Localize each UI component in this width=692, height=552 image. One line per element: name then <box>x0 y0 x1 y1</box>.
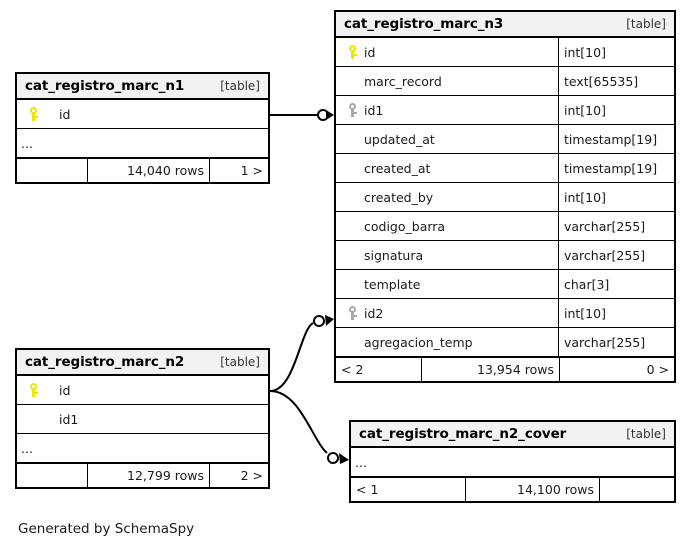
footer-row-count: 14,100 rows <box>465 478 600 501</box>
column-type: varchar[255] <box>558 241 674 269</box>
column-type: char[3] <box>558 270 674 298</box>
column-name: ... <box>21 440 33 456</box>
column-type: varchar[255] <box>558 212 674 240</box>
table-row[interactable]: template char[3] <box>336 270 674 299</box>
table-cat_registro_marc_n2_cover[interactable]: cat_registro_marc_n2_cover [table] ... <… <box>349 420 676 503</box>
table-header: cat_registro_marc_n2_cover [table] <box>351 422 674 448</box>
column-name: ... <box>21 135 33 151</box>
table-footer: < 1 14,100 rows <box>351 477 674 501</box>
table-footer: < 2 13,954 rows 0 > <box>336 357 674 381</box>
table-row-ellipsis[interactable]: ... <box>17 434 268 463</box>
column-name: id <box>364 44 376 60</box>
column-name: id <box>59 382 71 398</box>
footer-parent-count[interactable]: < 1 <box>356 482 379 497</box>
table-row[interactable]: id <box>17 376 268 405</box>
footer-parent-count[interactable] <box>17 159 87 182</box>
table-type-tag: [table] <box>220 355 260 369</box>
column-name: template <box>364 276 421 292</box>
table-title: cat_registro_marc_n1 <box>25 78 185 94</box>
table-title: cat_registro_marc_n3 <box>344 16 504 32</box>
footer-row-count: 14,040 rows <box>87 159 210 182</box>
footer-child-count[interactable]: 0 > <box>646 362 669 377</box>
table-header: cat_registro_marc_n1 [table] <box>17 74 268 100</box>
footer-child-count[interactable]: 2 > <box>240 468 263 483</box>
primary-key-icon <box>342 45 364 59</box>
column-name: updated_at <box>364 131 435 147</box>
column-name: codigo_barra <box>364 218 446 234</box>
table-cat_registro_marc_n1[interactable]: cat_registro_marc_n1 [table] id ... 14,0… <box>15 72 270 184</box>
table-cat_registro_marc_n2[interactable]: cat_registro_marc_n2 [table] id id1 ... <box>15 348 270 489</box>
column-name: id1 <box>364 102 384 118</box>
table-footer: 12,799 rows 2 > <box>17 463 268 487</box>
table-row[interactable]: id1 <box>17 405 268 434</box>
table-header: cat_registro_marc_n2 [table] <box>17 350 268 376</box>
table-row[interactable]: id int[10] <box>336 38 674 67</box>
table-type-tag: [table] <box>220 79 260 93</box>
table-title: cat_registro_marc_n2 <box>25 354 185 370</box>
footer-child-count[interactable]: 1 > <box>240 163 263 178</box>
column-type: int[10] <box>558 299 674 327</box>
column-type: timestamp[19] <box>558 154 674 182</box>
primary-key-icon <box>23 383 45 397</box>
table-header: cat_registro_marc_n3 [table] <box>336 12 674 38</box>
foreign-key-icon <box>342 306 364 320</box>
table-row-ellipsis[interactable]: ... <box>351 448 674 477</box>
table-title: cat_registro_marc_n2_cover <box>359 426 567 442</box>
table-row[interactable]: id1 int[10] <box>336 96 674 125</box>
table-footer: 14,040 rows 1 > <box>17 158 268 182</box>
footer-row-count: 12,799 rows <box>87 464 210 487</box>
table-type-tag: [table] <box>626 17 666 31</box>
table-row[interactable]: created_at timestamp[19] <box>336 154 674 183</box>
table-row[interactable]: agregacion_temp varchar[255] <box>336 328 674 357</box>
table-row[interactable]: created_by int[10] <box>336 183 674 212</box>
table-row-ellipsis[interactable]: ... <box>17 129 268 158</box>
column-name: marc_record <box>364 73 442 89</box>
relationship-n2-to-n2cover <box>269 390 349 464</box>
column-name: ... <box>355 454 367 470</box>
column-name: agregacion_temp <box>364 334 473 350</box>
foreign-key-icon <box>342 103 364 117</box>
column-name: id <box>59 106 71 122</box>
generated-by-caption: Generated by SchemaSpy <box>18 521 195 537</box>
footer-child-count[interactable] <box>600 478 674 501</box>
column-type: int[10] <box>558 183 674 211</box>
footer-parent-count[interactable]: < 2 <box>341 362 364 377</box>
column-name: signatura <box>364 247 424 263</box>
table-row[interactable]: id2 int[10] <box>336 299 674 328</box>
table-row[interactable]: signatura varchar[255] <box>336 241 674 270</box>
column-type: text[65535] <box>558 67 674 95</box>
footer-row-count: 13,954 rows <box>421 358 560 381</box>
table-type-tag: [table] <box>626 427 666 441</box>
relationship-n2-to-n3 <box>269 315 334 392</box>
column-name: id2 <box>364 305 384 321</box>
column-type: int[10] <box>558 96 674 124</box>
footer-parent-count[interactable] <box>17 464 87 487</box>
column-name: created_at <box>364 160 431 176</box>
column-name: id1 <box>59 411 79 427</box>
table-cat_registro_marc_n3[interactable]: cat_registro_marc_n3 [table] id int[10] … <box>334 10 676 383</box>
relationship-n1-to-n3 <box>270 109 334 121</box>
table-row[interactable]: marc_record text[65535] <box>336 67 674 96</box>
column-name: created_by <box>364 189 434 205</box>
column-type: varchar[255] <box>558 328 674 356</box>
column-type: int[10] <box>558 38 674 66</box>
primary-key-icon <box>23 107 45 121</box>
table-row[interactable]: id <box>17 100 268 129</box>
table-row[interactable]: updated_at timestamp[19] <box>336 125 674 154</box>
table-row[interactable]: codigo_barra varchar[255] <box>336 212 674 241</box>
column-type: timestamp[19] <box>558 125 674 153</box>
